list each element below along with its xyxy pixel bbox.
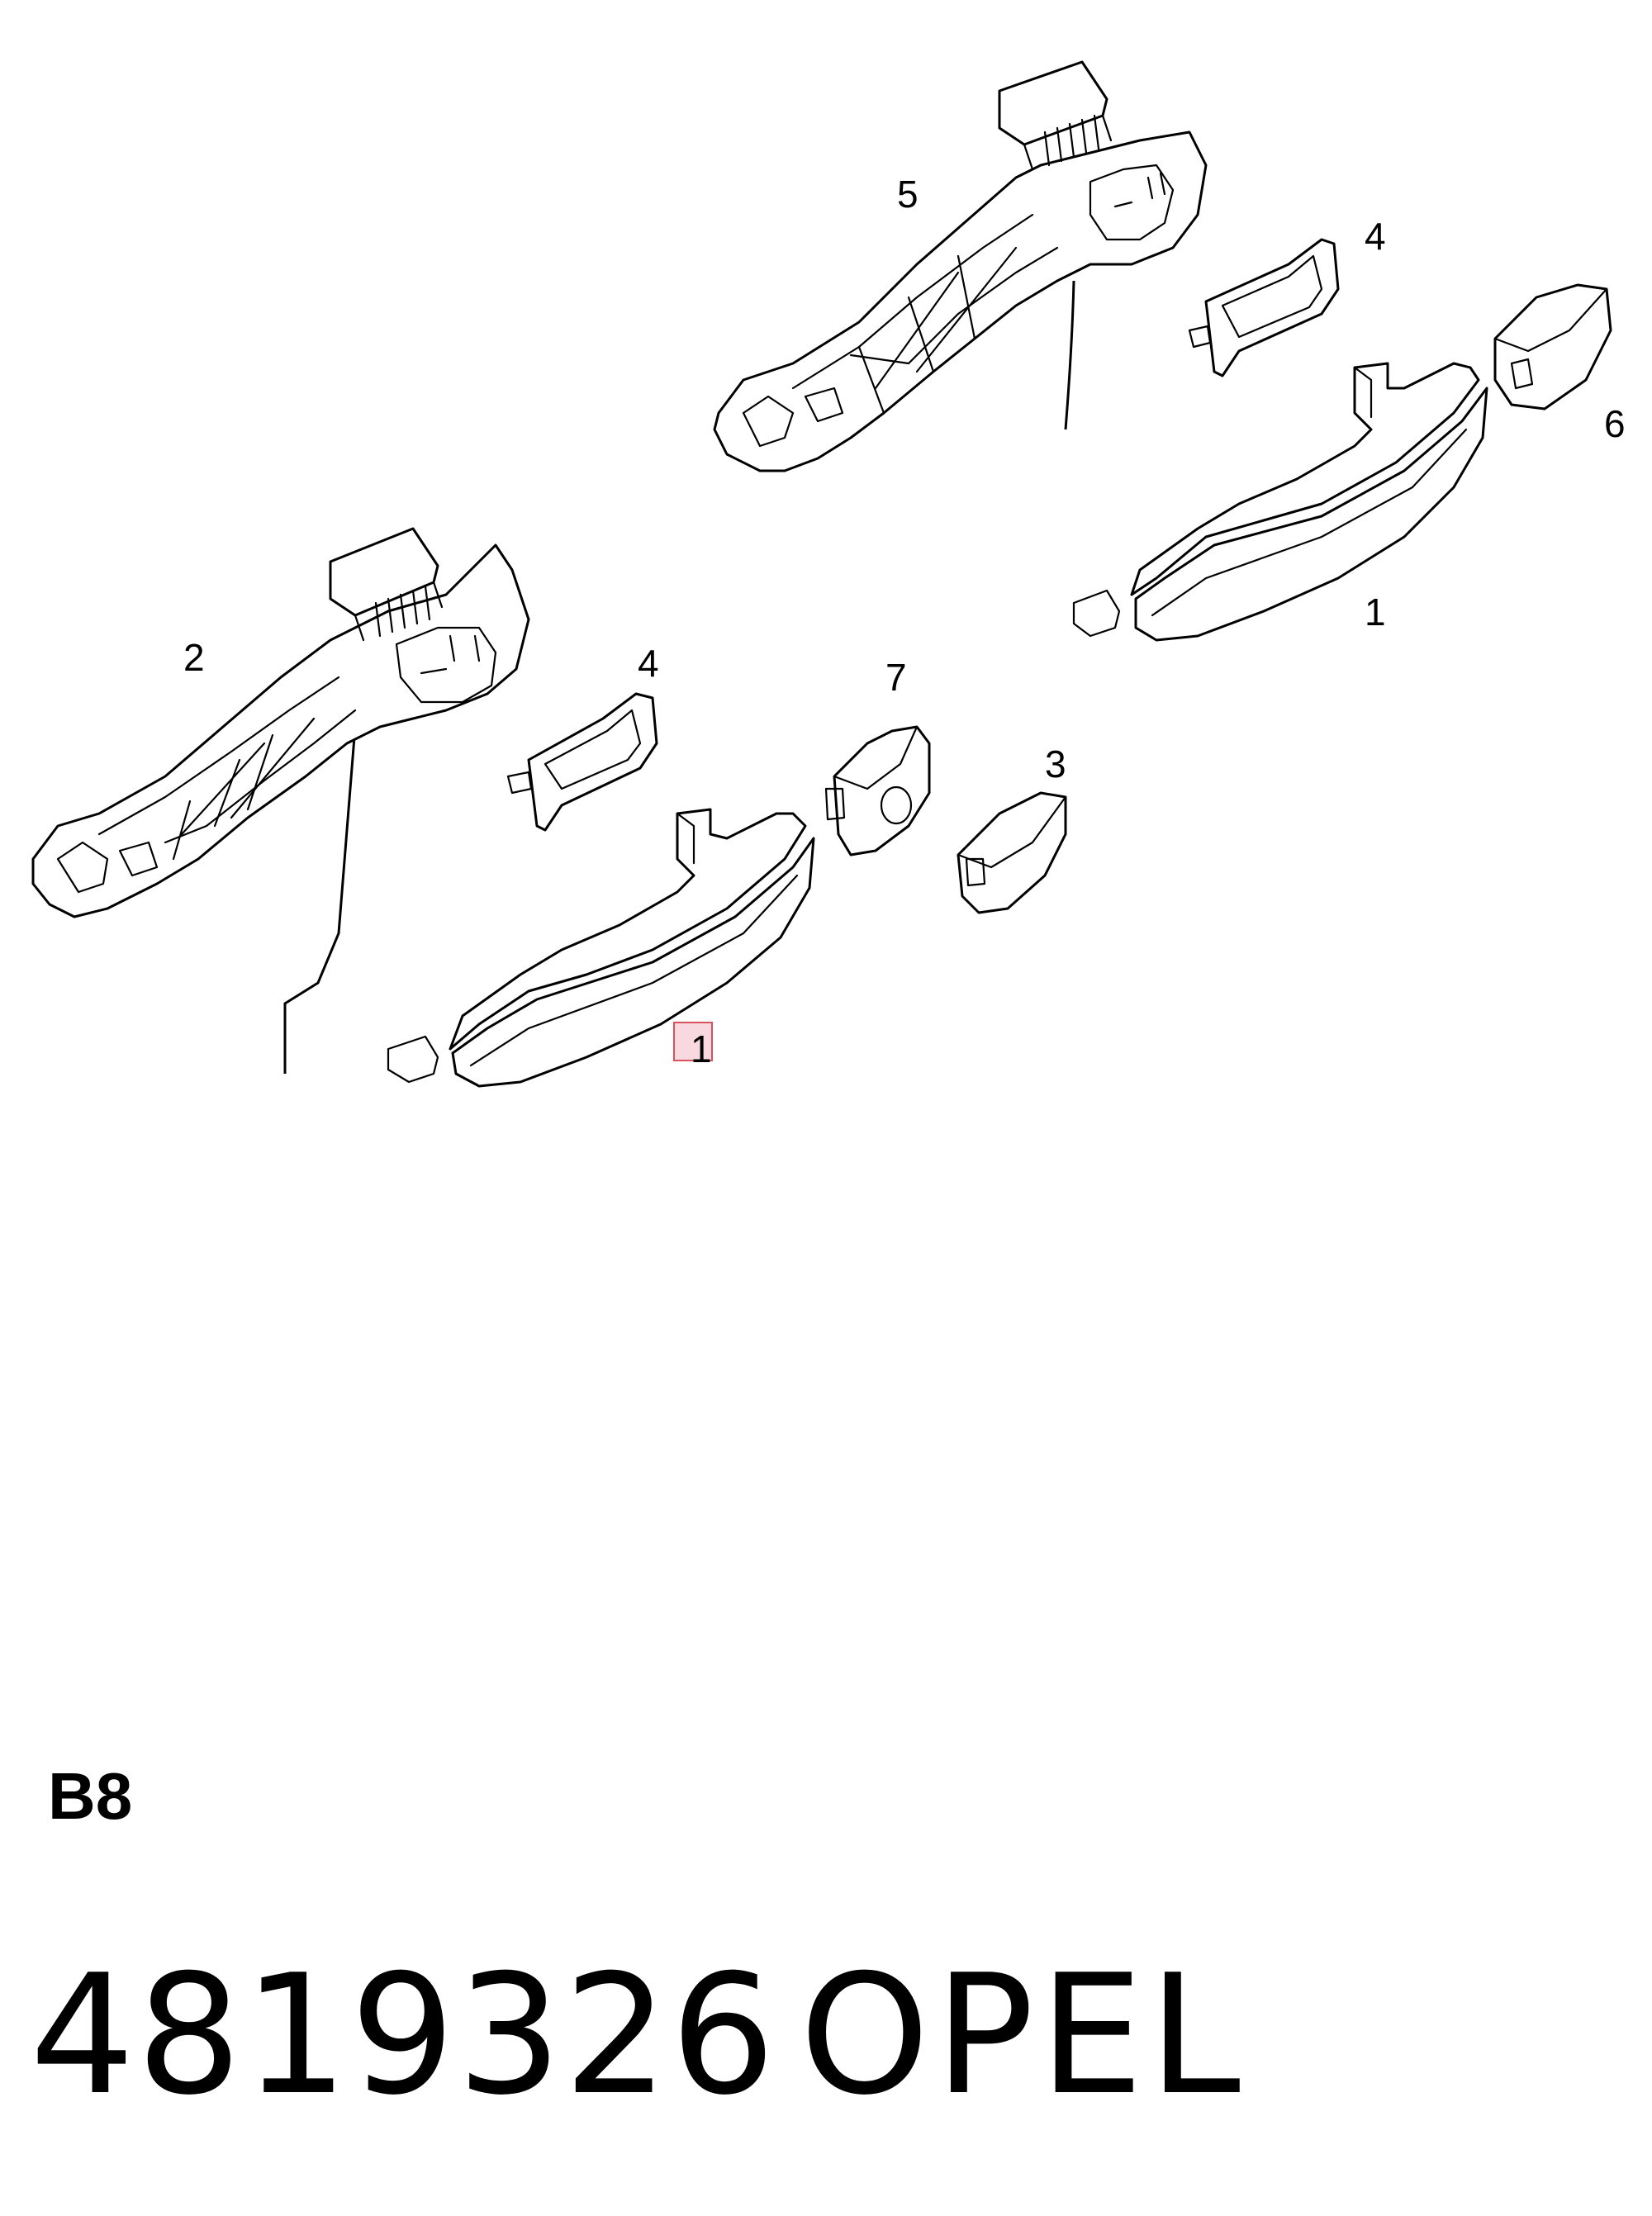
callout-2: 2 [183, 636, 205, 679]
callout-4-upper: 4 [1365, 215, 1386, 258]
callout-6: 6 [1604, 402, 1626, 445]
handle-carrier-upper [713, 60, 1208, 472]
callout-7: 7 [885, 656, 907, 699]
handle-carrier-lower [31, 527, 530, 1074]
exploded-parts-diagram [31, 60, 1612, 1088]
section-code: B8 [48, 1759, 133, 1833]
gasket-lower [506, 692, 658, 832]
brand-name: OPEL [800, 1939, 1246, 2132]
callout-3: 3 [1045, 743, 1066, 785]
end-cap-6 [1493, 283, 1612, 410]
outer-handle-right [1072, 362, 1488, 642]
callout-4-lower: 4 [638, 642, 659, 685]
selected-callout-highlight[interactable] [673, 1022, 713, 1061]
gasket-upper [1188, 238, 1340, 377]
outer-handle-left [387, 808, 815, 1088]
lock-cylinder-cap-7 [824, 725, 931, 857]
part-number: 4819326 [30, 1939, 777, 2132]
end-cap-3 [957, 791, 1067, 914]
callout-1-left: 1 [691, 1027, 712, 1070]
callout-1-right: 1 [1365, 591, 1386, 633]
callout-5: 5 [897, 173, 919, 216]
